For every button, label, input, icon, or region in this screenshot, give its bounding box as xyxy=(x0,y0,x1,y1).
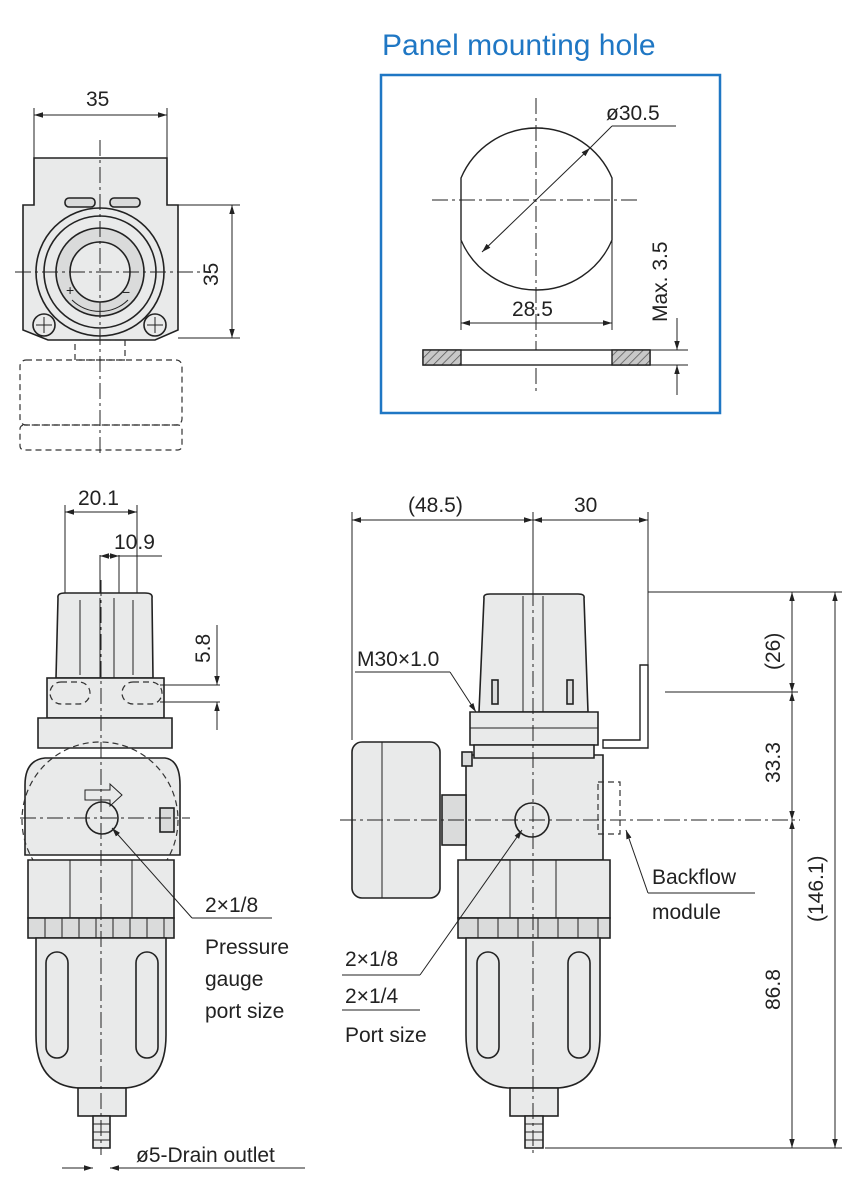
side-knob-tab-left xyxy=(491,679,499,705)
backflow-module-hidden xyxy=(597,781,621,835)
hidden-gauge-body xyxy=(19,359,183,426)
width-label: 28.5 xyxy=(512,298,553,321)
diameter-dim-line xyxy=(481,147,591,253)
thickness-label: Max. 3.5 xyxy=(649,241,672,322)
knob-minus-mark: − xyxy=(122,284,130,300)
dim-mid-label: 33.3 xyxy=(762,742,785,783)
plate-hatch-right xyxy=(611,349,651,366)
hidden-gauge-bezel xyxy=(19,424,183,451)
gauge-port-leader xyxy=(111,827,193,919)
panel-frame xyxy=(379,73,722,415)
thread-leader xyxy=(449,671,477,713)
top-height-label: 35 xyxy=(200,263,223,286)
side-body-top-lip xyxy=(473,744,595,759)
knob-cap xyxy=(55,592,154,679)
slot-hidden-left xyxy=(49,681,91,705)
front-view: 20.1 10.9 5.8 xyxy=(20,487,305,1171)
backflow-label-2: module xyxy=(652,901,721,924)
bonnet-band xyxy=(46,677,165,719)
dim-bottom-label: 86.8 xyxy=(762,969,785,1010)
gauge-caption-1: Pressure xyxy=(205,936,289,959)
port-label-a: 2×1/8 xyxy=(345,948,398,971)
dim-a-label: 20.1 xyxy=(78,487,119,510)
panel-title: Panel mounting hole xyxy=(382,29,656,62)
drain-label: ø5-Drain outlet xyxy=(136,1144,275,1167)
side-collar-teeth xyxy=(457,917,611,939)
dim-total-label: (146.1) xyxy=(805,855,828,922)
panel-mounting-hole-section: Panel mounting hole ø30.5 28.5 Max. 3.5 xyxy=(379,29,722,415)
port-caption: Port size xyxy=(345,1024,427,1047)
neck-ring xyxy=(37,717,173,749)
side-bracket xyxy=(602,664,649,749)
top-view: 35 + − 35 xyxy=(15,88,240,455)
drain-valve xyxy=(77,1087,127,1117)
diameter-leader xyxy=(589,125,613,149)
side-body-nub xyxy=(461,751,473,767)
bowl-window-right xyxy=(135,951,159,1059)
flow-arrow-icon xyxy=(84,782,123,808)
side-bowl-window-right xyxy=(567,951,591,1059)
side-view: (48.5) 30 xyxy=(340,494,842,1155)
bracket-slot-right xyxy=(109,197,141,208)
dim-c-label: 5.8 xyxy=(192,634,215,663)
gauge-caption-2: gauge xyxy=(205,968,263,991)
side-drain-valve xyxy=(509,1087,559,1117)
diameter-label: ø30.5 xyxy=(606,102,660,125)
dim-right-label: 30 xyxy=(574,494,597,517)
plate-hatch-left xyxy=(422,349,462,366)
knob-plus-mark: + xyxy=(66,282,74,298)
backflow-label-1: Backflow xyxy=(652,866,737,889)
slot-hidden-right xyxy=(121,681,163,705)
dim-left-label: (48.5) xyxy=(408,494,463,517)
gauge-caption-3: port size xyxy=(205,1000,284,1023)
bowl-window-left xyxy=(45,951,69,1059)
thread-label: M30×1.0 xyxy=(357,648,439,671)
side-plug xyxy=(159,807,175,833)
side-bowl-window-left xyxy=(476,951,500,1059)
port-leader xyxy=(419,829,523,976)
gauge-port-label: 2×1/8 xyxy=(205,894,258,917)
dim-b-label: 10.9 xyxy=(114,531,155,554)
side-knob-tab-right xyxy=(566,679,574,705)
port-label-b: 2×1/4 xyxy=(345,985,398,1008)
backflow-leader xyxy=(625,829,649,894)
bracket-slot-left xyxy=(64,197,96,208)
dim-top-label: (26) xyxy=(762,633,785,670)
top-width-label: 35 xyxy=(86,88,109,111)
